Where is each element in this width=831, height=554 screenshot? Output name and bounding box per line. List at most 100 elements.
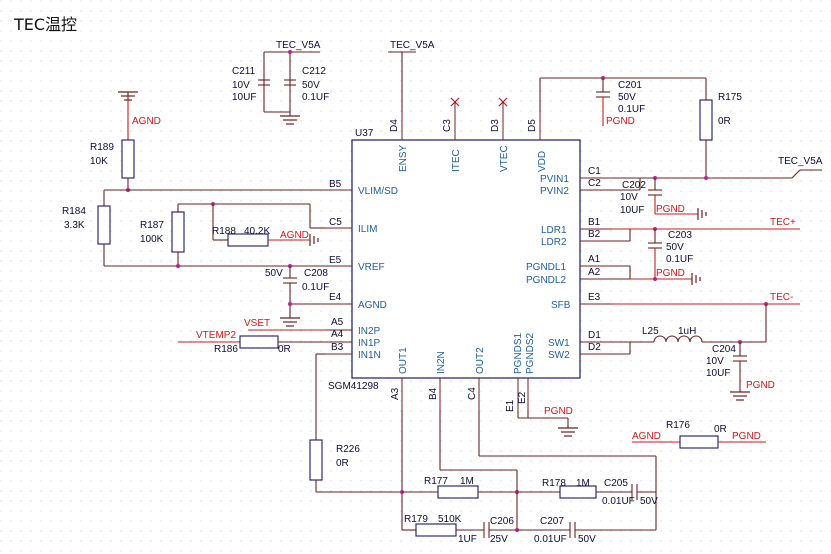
r189-value: 10K <box>90 156 108 167</box>
net-tec-v5a-3: TEC_V5A <box>778 156 823 167</box>
pin-name-pgndl1: PGNDL1 <box>526 262 566 273</box>
c206-ref: C206 <box>490 516 514 527</box>
feedback-network: R177 1M R178 1M C205 0.01UF 50V <box>400 410 658 530</box>
c203-ref: C203 <box>668 230 692 241</box>
ic-right-pins: C1 C2 B1 B2 A1 A2 E3 D1 D2 PVIN1 PVIN2 L… <box>526 166 612 361</box>
net-pgnd-c202: PGND <box>656 204 685 215</box>
pin-name-in2p: IN2P <box>358 326 381 337</box>
pin-name-agnd: AGND <box>358 300 387 311</box>
net-tec-minus: TEC- <box>770 292 793 303</box>
pin-name-itec: ITEC <box>451 149 462 172</box>
pin-ball-c3: C3 <box>442 119 453 132</box>
pin-name-pvin1: PVIN1 <box>540 174 569 185</box>
r176-network: AGND PGND R176 0R <box>632 420 766 449</box>
c208-ref: C208 <box>304 268 328 279</box>
c211-v2: 10UF <box>232 92 256 103</box>
net-agnd-r189: AGND <box>132 116 161 127</box>
pin-ball-d1: D1 <box>588 330 601 341</box>
r189-ref: R189 <box>90 142 114 153</box>
pin-ball-a2: A2 <box>588 267 601 278</box>
net-tec-plus: TEC+ <box>770 217 796 228</box>
pin-ball-a5: A5 <box>331 317 344 328</box>
net-pgnd-r176: PGND <box>732 431 761 442</box>
net-agnd-r188: AGND <box>280 230 309 241</box>
pin-name-out2: OUT2 <box>475 347 486 374</box>
c204-ref: C204 <box>712 344 736 355</box>
ic-body <box>351 139 581 379</box>
r184-value: 3.3K <box>64 220 85 231</box>
c202-v2: 10UF <box>620 205 644 216</box>
net-pgnd-c201: PGND <box>606 116 635 127</box>
ic-top-pins: D4 C3 D3 D5 ENSY ITEC VTEC VDD <box>389 112 548 172</box>
net-vtemp2: VTEMP2 <box>196 330 236 341</box>
pin-name-pvin2: PVIN2 <box>540 186 569 197</box>
pin-ball-c5: C5 <box>329 217 342 228</box>
r226-value: 0R <box>336 458 349 469</box>
c201-v1: 50V <box>618 92 636 103</box>
pin-ball-a3: A3 <box>390 387 401 400</box>
pgndl-network: PGND <box>612 265 701 285</box>
net-pgnd-pgnds: PGND <box>544 406 573 417</box>
r189-network: AGND R189 10K <box>90 91 161 192</box>
sfb-network: TEC- <box>612 292 800 342</box>
net-tec-v5a-2: TEC_V5A <box>390 40 435 51</box>
r176-value: 0R <box>714 424 727 435</box>
ic-bottom-pins: A3 B4 C4 E1 E2 OUT1 IN2N OUT2 PGNDS1 PGN… <box>390 332 536 412</box>
c202-ref: C202 <box>622 180 646 191</box>
c201-ref: C201 <box>618 80 642 91</box>
r186-value: 0R <box>278 344 291 355</box>
r177-value: 1M <box>460 476 474 487</box>
pin-ball-b1: B1 <box>588 217 601 228</box>
net-vset: VSET <box>244 318 270 329</box>
vdd-network: C201 50V 0.1UF PGND R175 0R <box>539 76 742 178</box>
r226-network: R226 0R <box>309 439 402 493</box>
pin-name-ldr1: LDR1 <box>541 225 567 236</box>
pin-name-sw2: SW2 <box>548 350 570 361</box>
r176-ref: R176 <box>666 420 690 431</box>
pin-ball-c4: C4 <box>467 387 478 400</box>
pin-ball-d2: D2 <box>588 342 601 353</box>
c212-v2: 0.1UF <box>302 92 329 103</box>
pin-ball-c1: C1 <box>588 166 601 177</box>
r179-ref: R179 <box>404 514 428 525</box>
pgnds-network: PGND <box>517 406 578 437</box>
sw-network: L25 1uH C204 10V 10UF PGND <box>612 326 775 401</box>
c203-v2: 0.1UF <box>666 254 693 265</box>
pin-ball-e2: E2 <box>517 391 528 404</box>
net-agnd-r176: AGND <box>632 431 661 442</box>
no-connect-marks <box>450 97 508 112</box>
c207-v1: 0.01UF <box>534 534 567 545</box>
pin-ball-d3: D3 <box>490 119 501 132</box>
r179-value: 510K <box>438 514 462 525</box>
r187-ref: R187 <box>140 220 164 231</box>
pin-ball-a1: A1 <box>588 254 601 265</box>
c204-v2: 10UF <box>706 368 730 379</box>
pin-name-vref: VREF <box>358 262 385 273</box>
sheet-title: TEC温控 <box>13 15 77 34</box>
net-pgnd-pgndl: PGND <box>656 268 685 279</box>
pin-name-vdd: VDD <box>537 151 548 172</box>
pin-name-sfb: SFB <box>551 300 571 311</box>
pin-name-vtec: VTEC <box>499 145 510 172</box>
ilim-network: R187 100K R188 40.2K AGND <box>140 202 325 268</box>
r188-value: 40.2K <box>244 226 270 237</box>
pin-ball-e1: E1 <box>505 399 516 412</box>
r226-ref: R226 <box>336 444 360 455</box>
c211-ref: C211 <box>232 66 256 77</box>
c206-v1: 1UF <box>458 534 477 545</box>
r186-ref: R186 <box>214 344 238 355</box>
r184-ref: R184 <box>62 206 86 217</box>
c208-network: 50V C208 0.1UF <box>265 264 329 327</box>
pin-name-in1n: IN1N <box>358 350 381 361</box>
r177-ref: R177 <box>424 476 448 487</box>
c211-v1: 10V <box>232 80 250 91</box>
pin-name-pgndl2: PGNDL2 <box>526 275 566 286</box>
l25-value: 1uH <box>678 326 696 337</box>
c208-v1: 50V <box>265 268 283 279</box>
r178-ref: R178 <box>542 478 566 489</box>
pin-name-in2n: IN2N <box>436 351 447 374</box>
ldr-network: C203 50V 0.1UF TEC+ <box>612 217 800 278</box>
pin-name-ensy: ENSY <box>398 144 409 172</box>
pin-name-in1p: IN1P <box>358 338 381 349</box>
pin-ball-b2: B2 <box>588 229 601 240</box>
